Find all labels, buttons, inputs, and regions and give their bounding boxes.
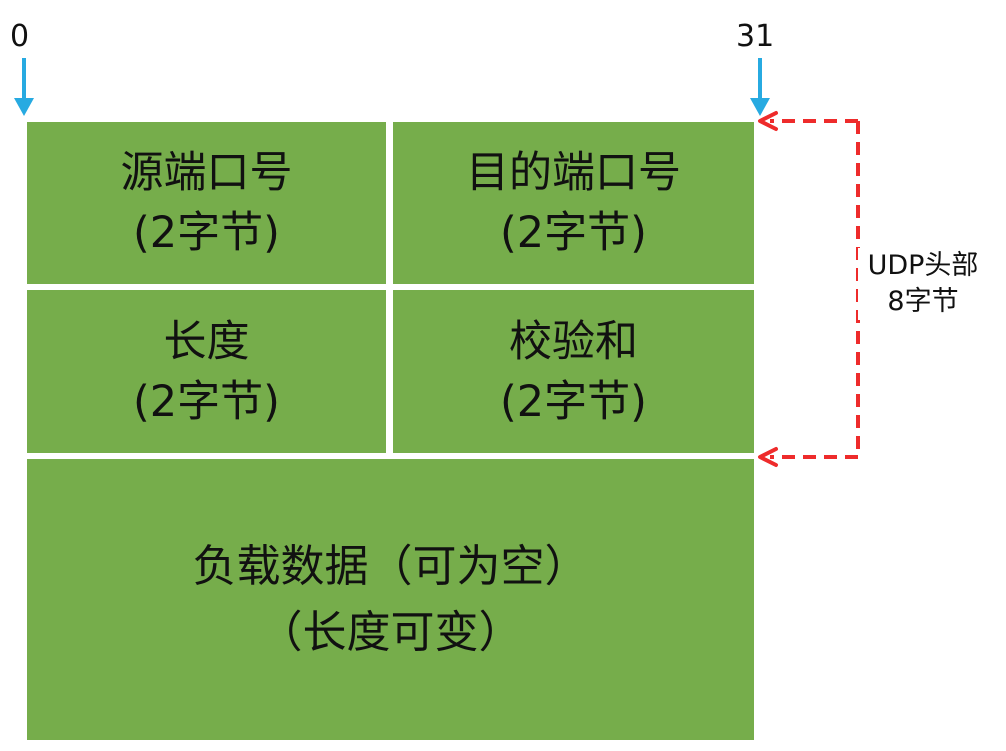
udp-header-label: UDP头部 [867,250,979,281]
bit-end-arrow [750,58,770,116]
bit-start-arrow [14,58,34,116]
checksum-size: (2字节) [500,376,647,427]
payload-name: 负载数据（可为空） [192,540,589,592]
header-bracket [758,111,860,467]
bit-start-label: 0 [10,19,30,54]
dest-port-name: 目的端口号 [466,148,681,198]
length-name: 长度 [163,316,250,367]
udp-header-size: 8字节 [887,286,959,317]
payload-size: （长度可变） [258,606,523,658]
source-port-field: 源端口号 (2字节) [27,122,386,284]
source-port-size: (2字节) [133,208,280,258]
bit-end-label: 31 [736,19,775,54]
udp-header-annotation: UDP头部 8字节 [858,248,988,320]
dest-port-size: (2字节) [500,208,647,258]
dest-port-field: 目的端口号 (2字节) [393,122,754,284]
length-field: 长度 (2字节) [27,290,386,453]
payload-field: 负载数据（可为空） （长度可变） [27,459,754,740]
source-port-name: 源端口号 [120,148,293,198]
length-size: (2字节) [133,376,280,427]
checksum-name: 校验和 [509,316,638,367]
checksum-field: 校验和 (2字节) [393,290,754,453]
